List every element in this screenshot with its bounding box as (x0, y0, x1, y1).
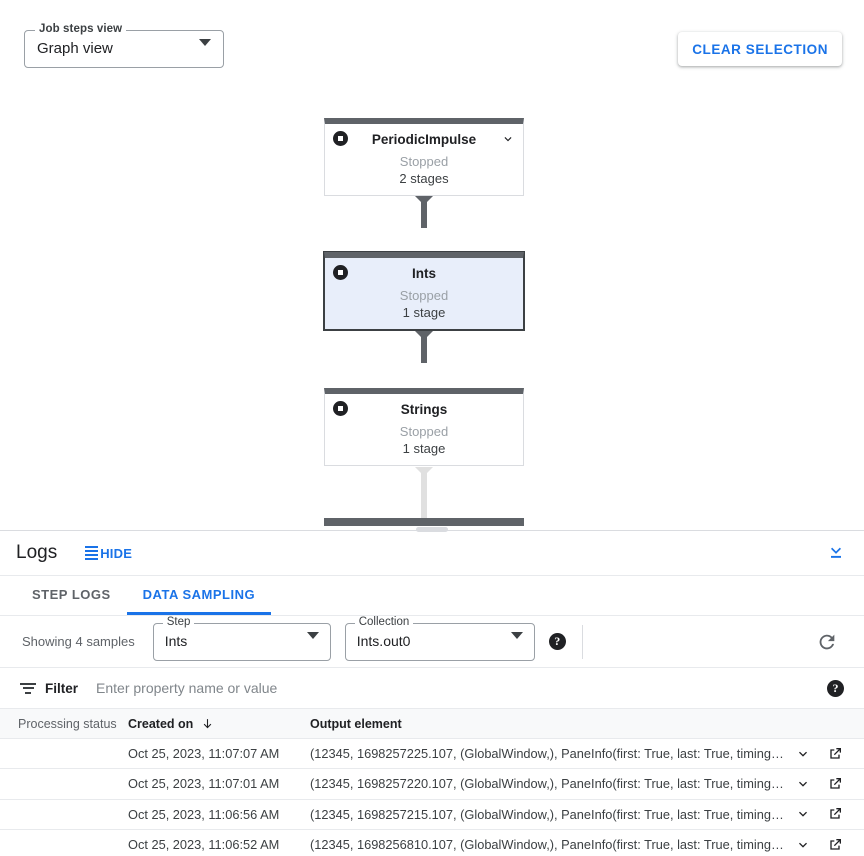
node-status: Stopped (399, 288, 449, 303)
graph-edge-arrow (415, 196, 433, 205)
collection-select-label: Collection (354, 615, 414, 628)
node-stages: 1 stage (402, 305, 446, 320)
graph-node-strings[interactable]: Strings Stopped 1 stage (324, 388, 524, 466)
open-in-new-icon[interactable] (827, 837, 843, 853)
hide-logs-button[interactable]: HIDE (85, 546, 132, 561)
table-row[interactable]: Oct 25, 2023, 11:06:56 AM (12345, 169825… (0, 800, 864, 830)
filter-label: Filter (45, 680, 79, 696)
row-output-element: (12345, 1698257215.107, (GlobalWindow,),… (310, 806, 784, 822)
table-row[interactable]: Oct 25, 2023, 11:07:07 AM (12345, 169825… (0, 739, 864, 770)
sampling-controls: Showing 4 samples Step Ints Collection I… (0, 615, 864, 668)
node-stages: 2 stages (399, 171, 449, 186)
expand-row-chevron-down-icon[interactable] (795, 837, 811, 853)
filter-input[interactable] (94, 679, 615, 697)
node-status: Stopped (399, 424, 449, 439)
graph-edge-arrow (415, 467, 433, 476)
graph-edge (421, 331, 427, 363)
collapse-panel-icon[interactable] (826, 543, 846, 563)
row-actions (795, 837, 864, 853)
row-created-on: Oct 25, 2023, 11:07:07 AM (128, 746, 280, 762)
filter-icon (20, 682, 36, 694)
job-steps-view-value: Graph view (37, 40, 113, 57)
tab-data-sampling[interactable]: DATA SAMPLING (126, 576, 272, 615)
job-steps-view-select[interactable]: Job steps view Graph view (24, 23, 224, 68)
node-header: Ints (325, 258, 523, 288)
filter-bar: Filter ? (0, 668, 864, 709)
job-graph-canvas[interactable]: Job steps view Graph view CLEAR SELECTIO… (0, 0, 864, 530)
filter-help-icon[interactable]: ? (827, 680, 844, 697)
column-header-created-on[interactable]: Created on (128, 717, 310, 731)
column-header-processing-status: Processing status (18, 716, 117, 731)
graph-node-partial[interactable] (324, 518, 524, 526)
column-header-output-element: Output element (310, 716, 402, 731)
panel-resize-handle[interactable] (416, 527, 448, 532)
hide-logs-label: HIDE (100, 545, 133, 561)
open-in-new-icon[interactable] (827, 806, 843, 822)
collection-select-value: Ints.out0 (356, 632, 411, 649)
graph-node-periodicimpulse[interactable]: PeriodicImpulse Stopped 2 stages (324, 118, 524, 196)
showing-samples-text: Showing 4 samples (22, 634, 135, 649)
graph-node-ints[interactable]: Ints Stopped 1 stage (324, 252, 524, 330)
graph-edge (421, 467, 427, 519)
chevron-down-icon (510, 631, 523, 657)
stop-icon (333, 401, 348, 416)
clear-selection-button[interactable]: CLEAR SELECTION (678, 32, 842, 66)
collection-select[interactable]: Collection Ints.out0 (344, 615, 535, 661)
node-status: Stopped (399, 154, 449, 169)
list-lines-icon (85, 546, 99, 560)
logs-tabs[interactable]: STEP LOGS DATA SAMPLING (0, 576, 864, 616)
row-output-element: (12345, 1698257225.107, (GlobalWindow,),… (310, 746, 784, 762)
chevron-down-icon[interactable] (501, 132, 515, 146)
row-created-on: Oct 25, 2023, 11:06:52 AM (128, 837, 280, 853)
node-title: Ints (411, 265, 436, 281)
chevron-down-icon (306, 631, 319, 657)
job-steps-view-label: Job steps view (35, 23, 127, 35)
row-actions (795, 776, 864, 792)
collection-help-icon[interactable]: ? (548, 633, 566, 650)
node-stages: 1 stage (402, 441, 446, 456)
refresh-icon[interactable] (816, 631, 838, 653)
chevron-down-icon (199, 39, 211, 64)
logs-panel-header: Logs HIDE (0, 531, 864, 576)
step-select-value: Ints (164, 632, 188, 649)
step-select-label: Step (162, 615, 195, 628)
sort-descending-icon (201, 717, 214, 731)
step-select[interactable]: Step Ints (152, 615, 331, 661)
node-title: Strings (400, 401, 448, 417)
node-header: PeriodicImpulse (325, 124, 523, 154)
row-actions (795, 746, 864, 762)
row-created-on: Oct 25, 2023, 11:06:56 AM (128, 806, 280, 822)
graph-edge (421, 196, 427, 228)
open-in-new-icon[interactable] (827, 776, 843, 792)
stop-icon (333, 131, 348, 146)
row-output-element: (12345, 1698256810.107, (GlobalWindow,),… (310, 837, 784, 853)
expand-row-chevron-down-icon[interactable] (795, 776, 811, 792)
expand-row-chevron-down-icon[interactable] (795, 806, 811, 822)
logs-title: Logs (16, 542, 58, 563)
table-row[interactable]: Oct 25, 2023, 11:06:52 AM (12345, 169825… (0, 830, 864, 856)
column-header-created-on-label: Created on (128, 716, 194, 731)
row-created-on: Oct 25, 2023, 11:07:01 AM (128, 776, 280, 792)
table-header-row: Processing status Created on Output elem… (0, 709, 864, 739)
table-row[interactable]: Oct 25, 2023, 11:07:01 AM (12345, 169825… (0, 769, 864, 800)
samples-table-body: Oct 25, 2023, 11:07:07 AM (12345, 169825… (0, 739, 864, 856)
logs-panel: Logs HIDE STEP LOGS DATA SAMPLING Showin… (0, 527, 864, 856)
row-actions (795, 806, 864, 822)
open-in-new-icon[interactable] (827, 746, 843, 762)
row-output-element: (12345, 1698257220.107, (GlobalWindow,),… (310, 776, 784, 792)
stop-icon (333, 265, 348, 280)
graph-edge-arrow (415, 331, 433, 340)
node-header: Strings (325, 394, 523, 424)
node-title: PeriodicImpulse (371, 131, 477, 147)
expand-row-chevron-down-icon[interactable] (795, 746, 811, 762)
tab-step-logs[interactable]: STEP LOGS (32, 586, 111, 602)
divider (581, 624, 583, 659)
